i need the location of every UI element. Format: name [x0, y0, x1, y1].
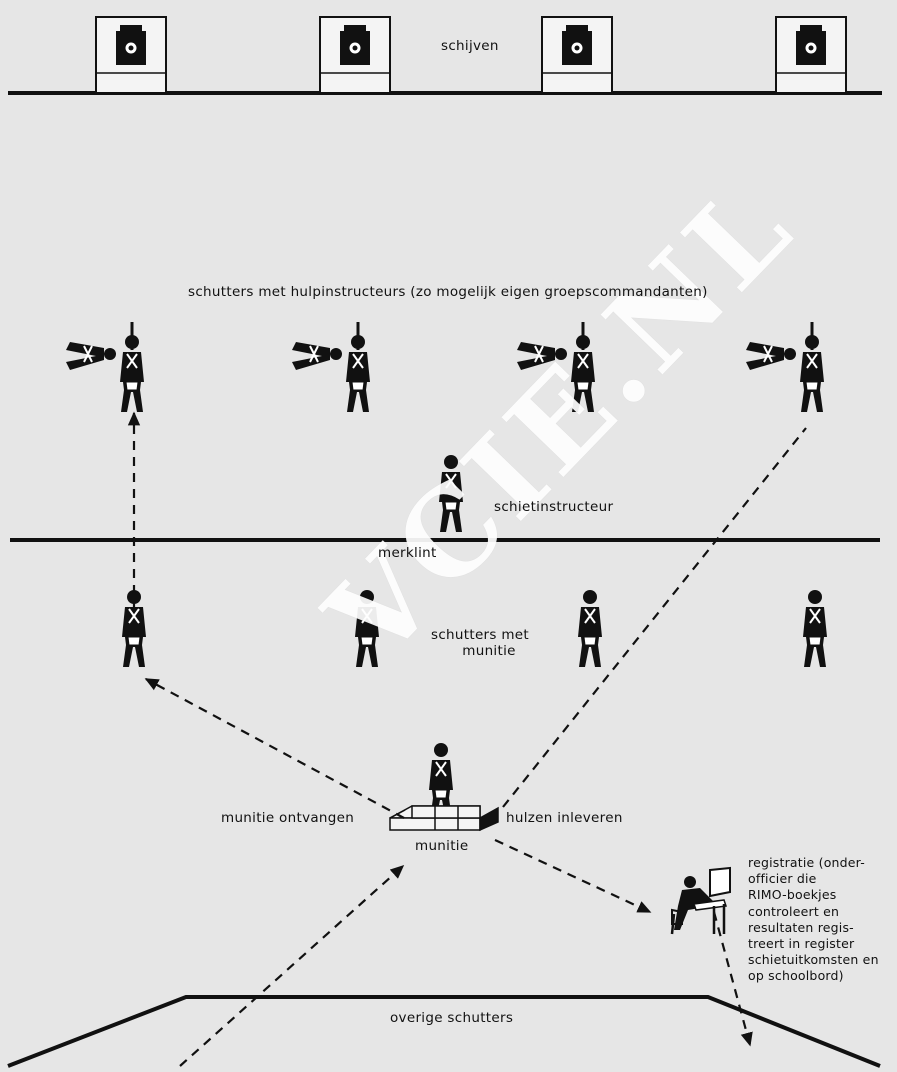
firing-pair-2	[291, 322, 371, 413]
registration-desk	[670, 866, 731, 935]
marker-line-label: merklint	[378, 545, 437, 561]
ammo-label: munitie	[415, 838, 469, 854]
ammo-crates	[389, 805, 499, 832]
shooting-instructor-label: schietinstructeur	[494, 499, 614, 515]
flow-arrows	[127, 411, 807, 1067]
ammo-point	[389, 742, 499, 832]
target-4	[775, 16, 847, 94]
waiting-shooter-4	[802, 589, 828, 668]
return-casings-label: hulzen inleveren	[506, 810, 623, 826]
targets-row	[8, 16, 882, 95]
shooters-with-ammo-label: schutters met munitie	[431, 627, 529, 659]
shooters-with-instructors-label: schutters met hulpinstructeurs (zo mogel…	[188, 284, 708, 300]
target-3	[541, 16, 613, 94]
arrow-return-casings-path	[502, 427, 807, 808]
firing-pair-4	[745, 322, 825, 413]
waiting-area-outline	[7, 995, 881, 1068]
waiting-shooter-3	[577, 589, 603, 668]
arrow-from-waiting-area	[179, 864, 405, 1067]
target-1	[95, 16, 167, 94]
registration-label: registratie (onder- officier die RIMO-bo…	[748, 855, 879, 984]
arrow-receive-ammo	[144, 678, 405, 819]
arrow-to-registration	[494, 839, 652, 913]
receive-ammo-label: munitie ontvangen	[221, 810, 355, 826]
targets-label: schijven	[441, 38, 499, 54]
firing-pair-1	[65, 322, 145, 413]
firing-pair-3	[516, 322, 596, 413]
other-shooters-label: overige schutters	[390, 1010, 514, 1026]
arrow-back-to-waiting	[712, 911, 753, 1047]
firing-pairs	[65, 322, 825, 413]
target-2	[319, 16, 391, 94]
